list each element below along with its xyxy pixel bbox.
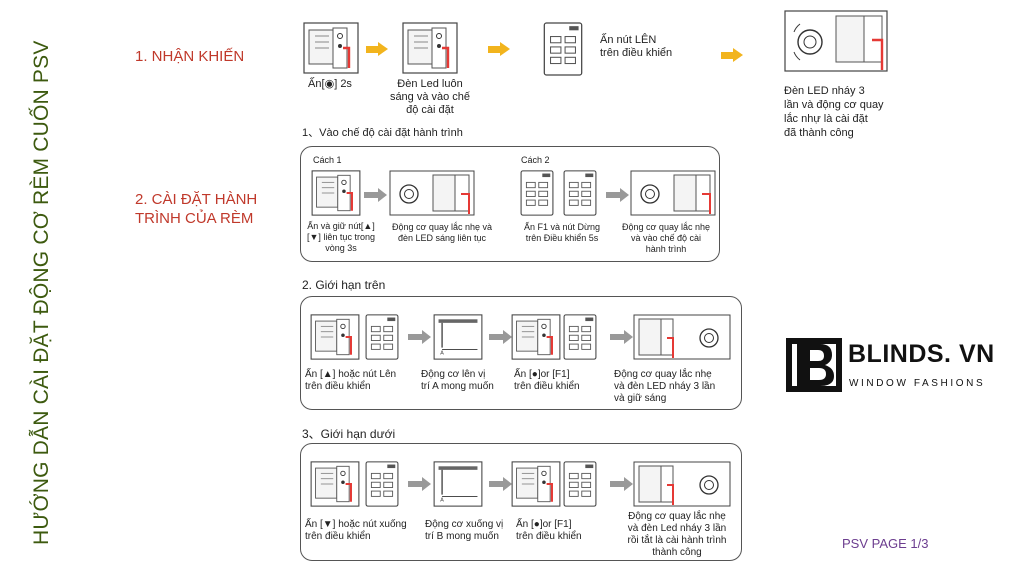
lower-caption-1: Ấn [▼] hoặc nút xuống trên điều khiển	[305, 519, 407, 542]
page-number: PSV PAGE 1/3	[842, 536, 929, 551]
section-2-label: 2. CÀI ĐẶT HÀNH TRÌNH CỦA RÈM	[135, 191, 258, 227]
remote-illustration	[560, 314, 600, 360]
vertical-title: HƯỚNG DẪN CÀI ĐẶT ĐỘNG CƠ RÈM CUỐN PSV	[30, 40, 53, 545]
upper-caption-1: Ấn [▲] hoặc nút Lên trên điều khiển	[305, 369, 397, 392]
curtain-position-a-illustration	[433, 314, 483, 360]
logo-name: BLINDS. VN	[848, 340, 995, 368]
remote-illustration	[560, 461, 600, 507]
curtain-position-b-illustration	[433, 461, 483, 507]
section-1-label: 1. NHẬN KHIẾN	[135, 48, 245, 65]
motor-press-illustration	[311, 170, 361, 216]
motor-press-illustration	[303, 22, 359, 74]
section-1-caption-4: Đèn LED nháy 3 lần và động cơ quay lắc n…	[784, 85, 884, 139]
setup-caption-2: Động cơ quay lắc nhẹ và đèn LED sáng liê…	[392, 222, 492, 243]
step-3-title: 3、Giới hạn dưới	[302, 427, 396, 441]
way-2-label: Cách 2	[521, 155, 550, 165]
lower-caption-4: Động cơ quay lắc nhẹ và đèn Led nháy 3 l…	[627, 511, 727, 558]
logo-tagline: WINDOW FASHIONS	[849, 378, 986, 389]
remote-illustration	[541, 22, 585, 76]
lower-caption-3: Ấn [●]or [F1] trên điều khiển	[516, 519, 582, 542]
setup-caption-1: Ấn và giữ nút[▲] [▼] liên tục trong vòng…	[307, 221, 375, 253]
motor-press-illustration	[511, 314, 561, 360]
lower-caption-2: Động cơ xuống vị trí B mong muốn	[425, 519, 504, 542]
motor-press-illustration	[310, 314, 360, 360]
step-1-title: 1、Vào chế độ cài đặt hành trình	[302, 127, 463, 139]
remote-illustration	[517, 170, 557, 216]
stop-button-icon: ◉	[324, 78, 335, 90]
motor-led-illustration	[402, 22, 458, 74]
motor-spin-illustration	[389, 170, 475, 216]
section-1-caption-1: Ấn[◉] 2s	[308, 78, 352, 90]
section-1-caption-2: Đèn Led luôn sáng và vào chế độ cài đặt	[389, 78, 471, 116]
motor-spin-illustration	[784, 10, 888, 72]
motor-press-illustration	[310, 461, 360, 507]
way-1-label: Cách 1	[313, 155, 342, 165]
setup-caption-4: Động cơ quay lắc nhẹ và vào chế độ cài h…	[622, 222, 710, 254]
motor-press-illustration	[511, 461, 561, 507]
blinds-logo-icon	[786, 338, 842, 392]
section-1-caption-3: Ấn nút LÊN trên điều khiển	[600, 34, 673, 59]
setup-caption-3: Ấn F1 và nút Dừng trên Điều khiển 5s	[523, 222, 601, 243]
upper-caption-2: Động cơ lên vị trí A mong muốn	[421, 369, 494, 392]
remote-illustration	[560, 170, 600, 216]
upper-caption-4: Động cơ quay lắc nhẹ và đèn LED nháy 3 l…	[614, 369, 716, 404]
remote-illustration	[362, 314, 402, 360]
step-2-title: 2. Giới hạn trên	[302, 278, 386, 292]
upper-caption-3: Ấn [●]or [F1] trên điều khiển	[514, 369, 580, 392]
motor-spin-illustration	[633, 461, 731, 507]
remote-illustration	[362, 461, 402, 507]
motor-spin-illustration	[633, 314, 731, 360]
motor-spin-illustration	[630, 170, 716, 216]
